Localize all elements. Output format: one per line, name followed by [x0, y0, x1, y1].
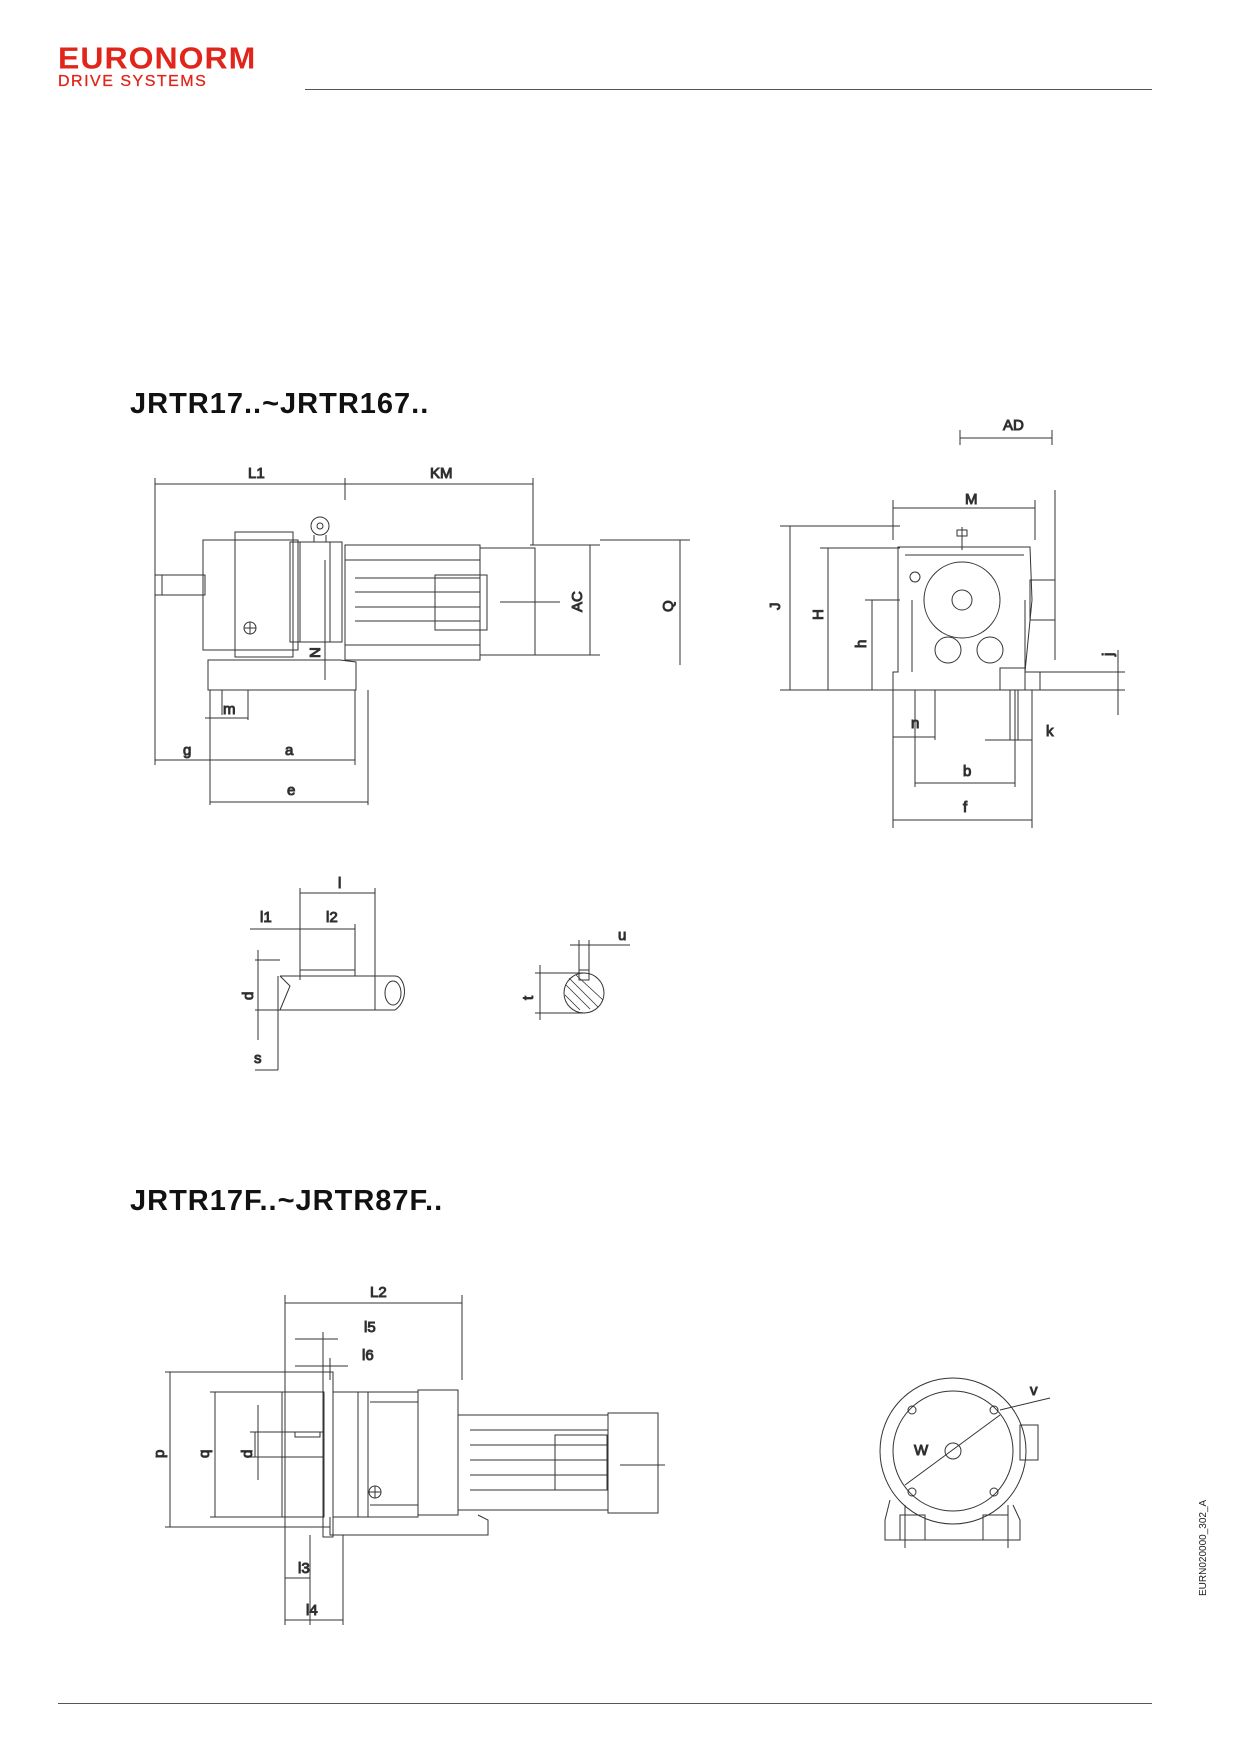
- dim-label-q: q: [196, 1450, 213, 1458]
- dim-label-l1: l1: [260, 909, 272, 926]
- dim-label-l6: l6: [362, 1347, 374, 1364]
- dim-label-k: k: [1046, 723, 1054, 740]
- dim-label-H: H: [810, 609, 827, 620]
- front-view-foot-mounted: [780, 430, 1125, 828]
- dim-label-l: l: [338, 875, 341, 892]
- logo-wordmark: EURONORM: [58, 40, 257, 76]
- dim-label-p: p: [151, 1450, 168, 1458]
- dim-label-l2: l2: [326, 909, 338, 926]
- dim-label-u: u: [618, 927, 626, 944]
- section-title-flange-mounted: JRTR17F..~JRTR87F..: [130, 1185, 444, 1217]
- dim-label-AD: AD: [1003, 417, 1024, 434]
- dim-label-e: e: [287, 782, 295, 799]
- dim-label-b: b: [963, 763, 971, 780]
- dim-label-W: W: [914, 1442, 929, 1459]
- logo-tagline: DRIVE SYSTEMS: [58, 73, 208, 90]
- dim-label-s: s: [254, 1050, 262, 1067]
- dim-label-l5: l5: [364, 1319, 376, 1336]
- dim-label-L1: L1: [248, 465, 265, 482]
- dim-label-l4: l4: [306, 1602, 318, 1619]
- dim-label-f: f: [963, 799, 968, 816]
- dim-label-d-flange: d: [239, 1450, 256, 1458]
- footer-rule: [58, 1703, 1152, 1704]
- dim-label-J: J: [767, 603, 784, 611]
- dim-label-KM: KM: [430, 465, 453, 482]
- dim-label-M: M: [965, 491, 978, 508]
- dim-label-L2: L2: [370, 1284, 387, 1301]
- dim-label-AC: AC: [569, 591, 586, 612]
- dim-label-Q: Q: [660, 600, 677, 612]
- front-view-flange-mounted: [879, 1377, 1051, 1548]
- dim-label-n: n: [911, 715, 919, 732]
- dim-label-a: a: [285, 742, 294, 759]
- dim-label-h: h: [853, 640, 870, 648]
- shaft-cross-section: [535, 940, 630, 1020]
- dim-label-g: g: [183, 742, 191, 759]
- document-code: EURN020000_302_A: [1198, 1499, 1209, 1596]
- side-view-foot-mounted: [154, 478, 690, 805]
- dim-label-t: t: [520, 995, 537, 1000]
- side-view-flange-mounted: [165, 1295, 665, 1625]
- header-rule: [305, 89, 1152, 90]
- dim-label-j: j: [1100, 653, 1117, 657]
- dim-label-l3: l3: [298, 1560, 310, 1577]
- section-title-foot-mounted: JRTR17..~JRTR167..: [130, 388, 430, 420]
- dim-label-m: m: [223, 701, 236, 718]
- dim-label-d: d: [240, 992, 257, 1000]
- dim-label-N: N: [307, 647, 324, 658]
- shaft-detail: [250, 888, 405, 1071]
- euronorm-logo: EURONORM DRIVE SYSTEMS: [58, 42, 258, 94]
- dim-label-v: v: [1030, 1382, 1038, 1399]
